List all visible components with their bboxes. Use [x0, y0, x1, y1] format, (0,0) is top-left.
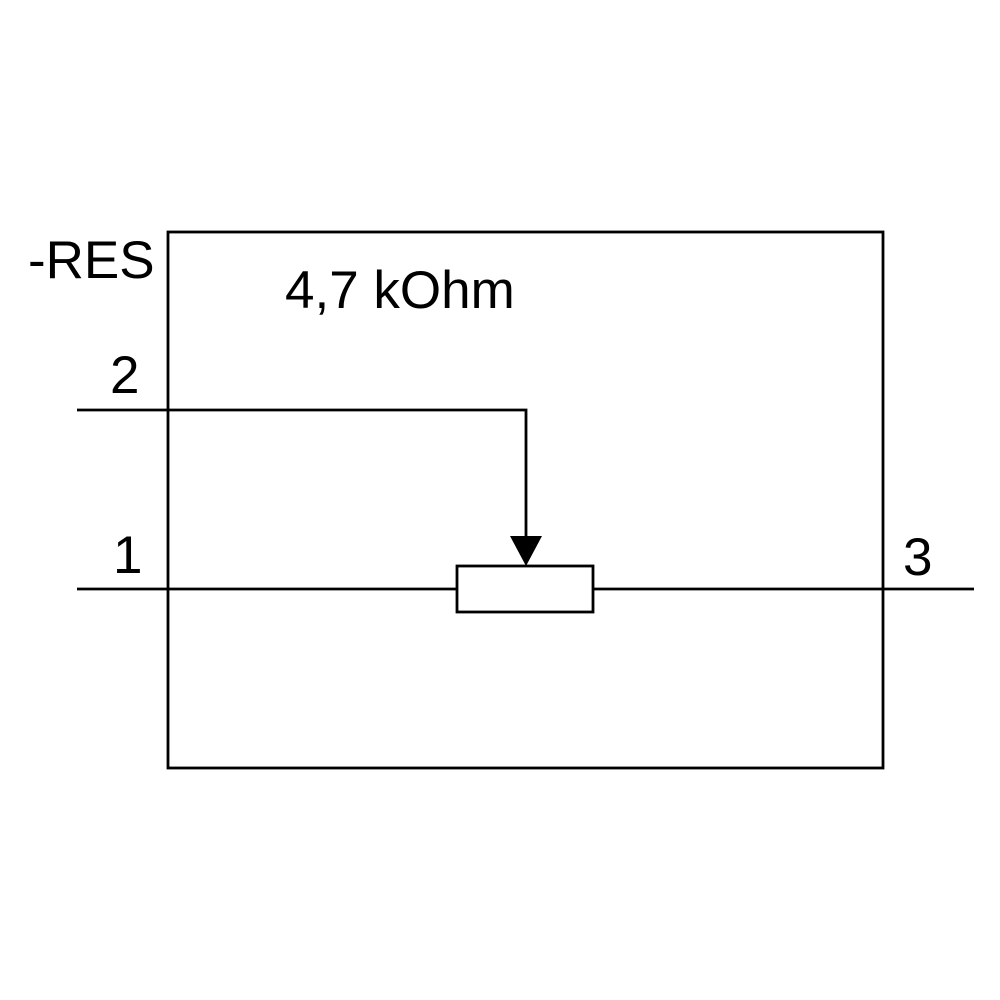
component-boundary-box [166, 230, 885, 770]
component-name-label: -RES [28, 231, 155, 290]
resistor-body [455, 564, 595, 614]
pin1-label: 1 [113, 526, 142, 585]
resistance-value-label: 4,7 kOhm [285, 261, 515, 320]
wiper-arrowhead-icon [510, 536, 542, 566]
pin3-label: 3 [903, 528, 932, 587]
pin2-label: 2 [110, 346, 139, 405]
pin2-wiper-wire [77, 408, 528, 540]
